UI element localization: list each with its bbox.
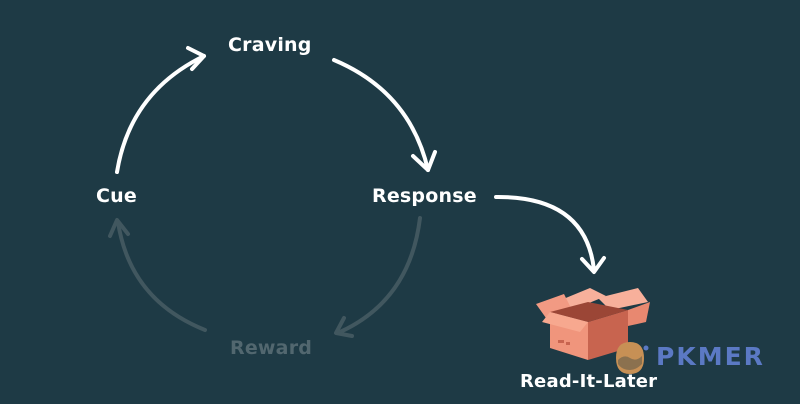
pkmer-logo-icon	[616, 342, 649, 374]
arrowhead-reward	[334, 316, 354, 338]
node-cue: Cue	[96, 185, 137, 207]
arrowhead-cue	[108, 218, 130, 238]
arrow-cue-to-craving	[115, 54, 206, 174]
pkmer-logo-text: PKMER	[656, 342, 765, 371]
arrow-response-to-reward	[338, 216, 422, 334]
arrow-response-to-read-it-later	[494, 194, 596, 272]
node-reward: Reward	[230, 337, 313, 359]
node-craving: Craving	[228, 34, 312, 56]
node-response: Response	[372, 185, 477, 207]
arrowhead-craving	[186, 46, 206, 71]
arrow-reward-to-cue	[116, 220, 207, 332]
open-box-icon	[536, 288, 650, 360]
pkmer-logo: PKMER	[610, 338, 790, 378]
arrowhead-read-it-later	[580, 256, 606, 274]
arrow-craving-to-response	[332, 58, 430, 172]
node-read-it-later: Read-It-Later	[520, 371, 658, 392]
arrowhead-response	[411, 150, 437, 172]
